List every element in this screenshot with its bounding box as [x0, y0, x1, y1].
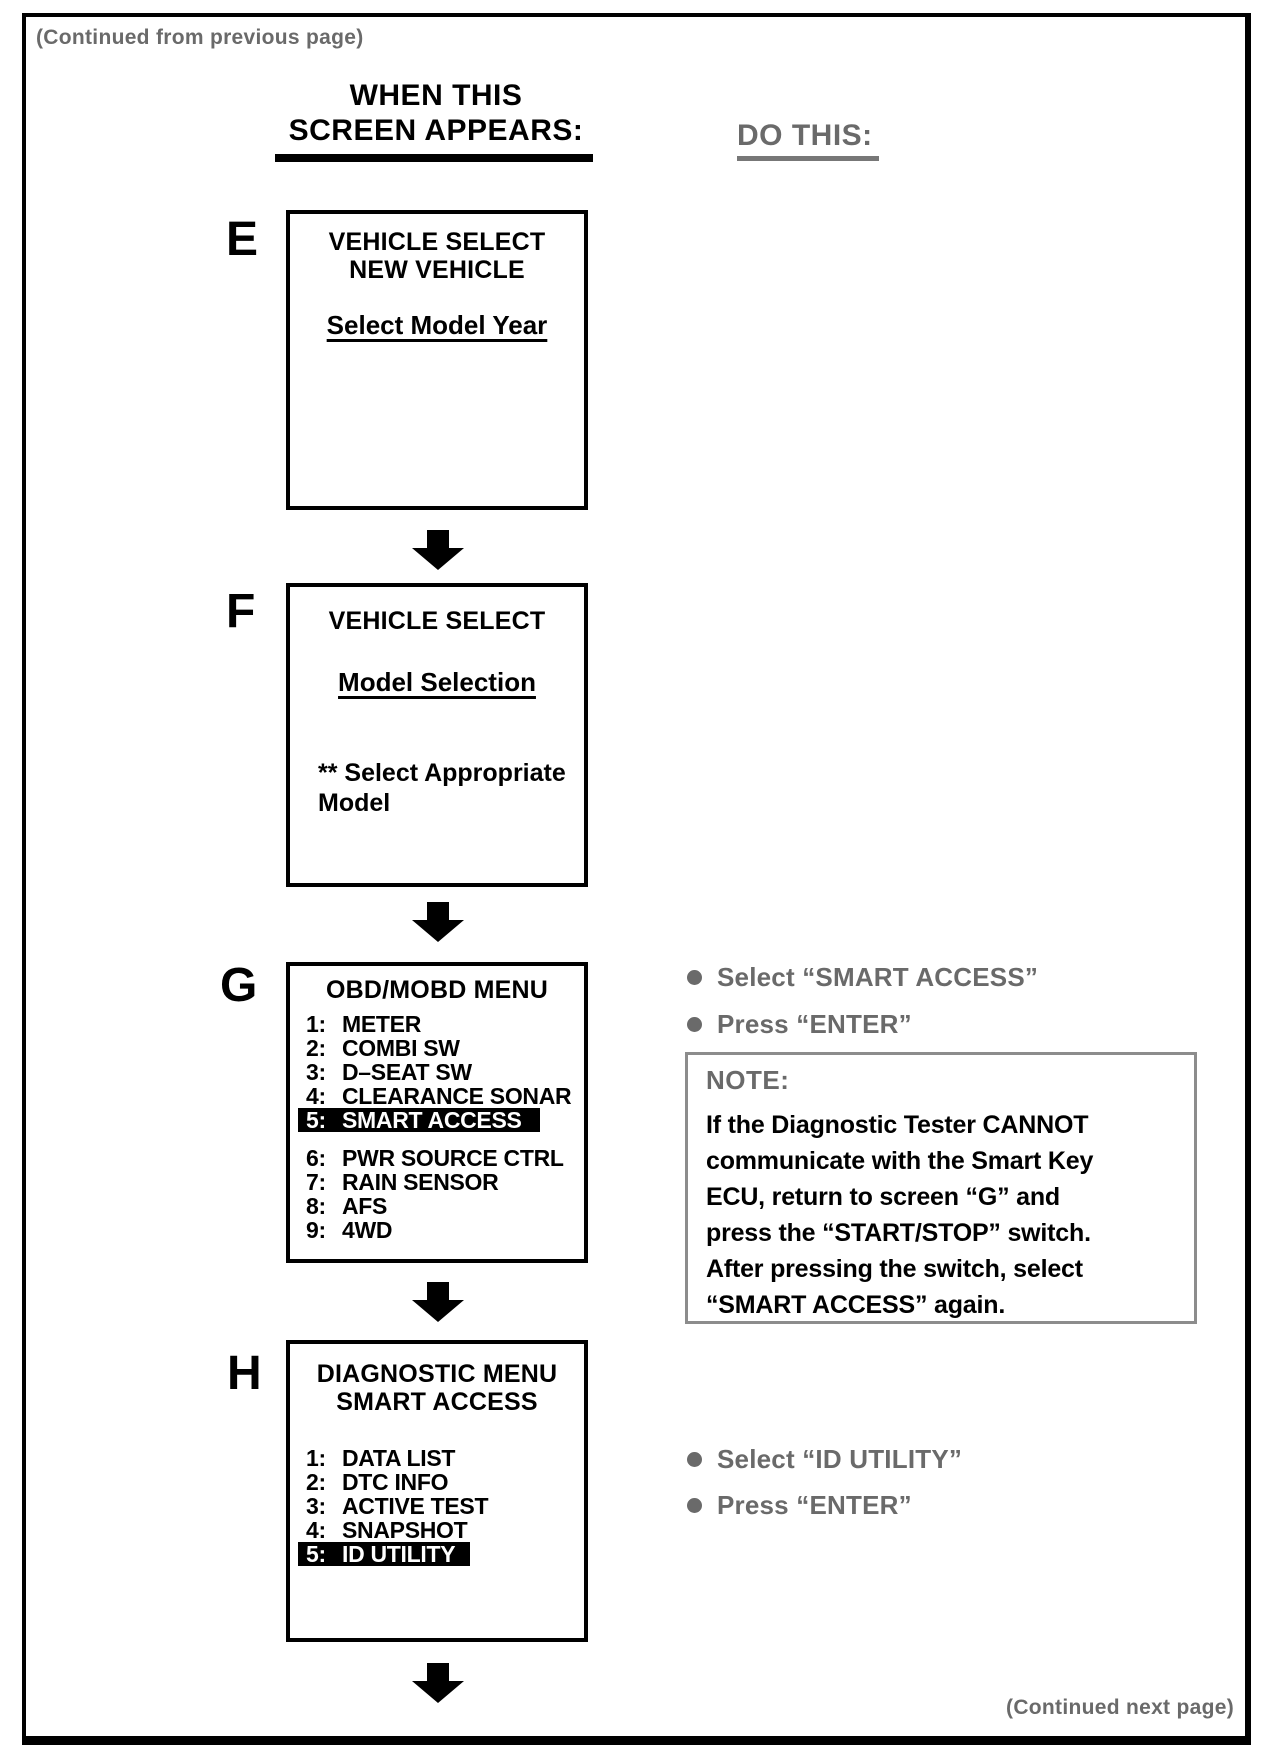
- menu-item-label: ACTIVE TEST: [342, 1493, 489, 1519]
- continued-from-text: (Continued from previous page): [36, 26, 364, 49]
- menu-item-label: RAIN SENSOR: [342, 1169, 499, 1195]
- menu-item-number: 1:: [306, 1011, 326, 1037]
- obd-mobd-menu-title: OBD/MOBD MENU: [325, 976, 549, 1004]
- screen-box-h: DIAGNOSTIC MENU SMART ACCESS 1: DATA LIST…: [286, 1340, 588, 1642]
- menu-item: 4: SNAPSHOT: [290, 1518, 584, 1542]
- menu-item-number: 4:: [306, 1083, 326, 1109]
- note-line: communicate with the Smart Key: [706, 1147, 1094, 1175]
- screen-box-g: OBD/MOBD MENU 1: METER 2: COMBI SW 3: D–SEA…: [286, 962, 588, 1263]
- menu-item-label: DATA LIST: [342, 1445, 456, 1471]
- screen-h-title-line1: DIAGNOSTIC MENU: [316, 1360, 558, 1388]
- screen-letter-h: H: [227, 1347, 262, 1400]
- menu-item-number: 9:: [306, 1217, 326, 1243]
- instruction-text: Press “ENTER”: [717, 1489, 912, 1520]
- menu-item-number: 8:: [306, 1193, 326, 1219]
- menu-item: 8: AFS: [290, 1194, 584, 1218]
- note-label: NOTE:: [706, 1065, 790, 1095]
- note-line: ECU, return to screen “G” and: [706, 1183, 1060, 1211]
- model-selection-link: Model Selection: [338, 667, 536, 697]
- bullet-icon: [687, 969, 702, 985]
- menu-item-number: 3:: [306, 1493, 326, 1519]
- down-arrow-icon: [412, 902, 464, 942]
- screen-box-f: VEHICLE SELECT Model Selection ** Select…: [286, 583, 588, 887]
- menu-item-label: SNAPSHOT: [342, 1517, 468, 1543]
- instruction-select-smart-access: Select “SMART ACCESS”: [687, 961, 1038, 993]
- bullet-icon: [687, 1451, 702, 1467]
- menu-item-label: CLEARANCE SONAR: [342, 1083, 572, 1109]
- diagnostic-menu-title: DIAGNOSTIC MENU SMART ACCESS: [290, 1360, 584, 1416]
- screen-box-e: VEHICLE SELECT NEW VEHICLE Select Model …: [286, 210, 588, 510]
- note-line: If the Diagnostic Tester CANNOT: [706, 1111, 1089, 1139]
- screen-e-title-line2: NEW VEHICLE: [349, 256, 525, 284]
- instruction-text: Press “ENTER”: [717, 1008, 912, 1039]
- down-arrow-icon: [412, 1663, 464, 1703]
- menu-item: 2: COMBI SW: [290, 1036, 584, 1060]
- menu-item-number: 5:: [306, 1541, 326, 1567]
- menu-item-number: 6:: [306, 1145, 326, 1171]
- menu-item: 9: 4WD: [290, 1218, 584, 1242]
- menu-item: 2: DTC INFO: [290, 1470, 584, 1494]
- menu-item-number: 2:: [306, 1035, 326, 1061]
- screen-f-note-line1: ** Select Appropriate: [318, 759, 566, 787]
- note-line: press the “START/STOP” switch.: [706, 1219, 1091, 1247]
- diagnostic-menu-list: 1: DATA LIST 2: DTC INFO 3: ACTIVE TEST 4: S…: [290, 1446, 584, 1566]
- note-paragraph: If the Diagnostic Tester CANNOT communic…: [706, 1107, 1178, 1323]
- instruction-text: Select “ID UTILITY”: [717, 1443, 963, 1474]
- menu-item: 3: D–SEAT SW: [290, 1060, 584, 1084]
- bullet-icon: [687, 1497, 702, 1513]
- menu-item-number: 5:: [306, 1107, 326, 1133]
- note-line: After pressing the switch, select: [706, 1255, 1083, 1283]
- screen-letter-f: F: [226, 585, 256, 638]
- menu-item-highlighted: 5: ID UTILITY: [298, 1542, 470, 1566]
- menu-item-number: 4:: [306, 1517, 326, 1543]
- when-header-underline: [275, 154, 593, 162]
- screen-h-title-line2: SMART ACCESS: [336, 1388, 538, 1416]
- when-header-line1: WHEN THIS: [349, 79, 523, 112]
- screen-f-title: VEHICLE SELECT: [328, 607, 546, 635]
- menu-item-number: 3:: [306, 1059, 326, 1085]
- menu-item-label: PWR SOURCE CTRL: [342, 1145, 564, 1171]
- screen-letter-e: E: [226, 213, 259, 266]
- menu-item: 6: PWR SOURCE CTRL: [290, 1146, 584, 1170]
- page-border: [22, 13, 1251, 1745]
- screen-letter-g: G: [220, 959, 258, 1012]
- continued-next-text: (Continued next page): [1006, 1696, 1234, 1719]
- menu-item-label: COMBI SW: [342, 1035, 460, 1061]
- down-arrow-icon: [412, 530, 464, 570]
- obd-mobd-menu-list: 1: METER 2: COMBI SW 3: D–SEAT SW 4: CLEARAN…: [290, 1012, 584, 1242]
- select-model-year-link: Select Model Year: [326, 310, 548, 340]
- menu-item-label: 4WD: [342, 1217, 393, 1243]
- instruction-select-id-utility: Select “ID UTILITY”: [687, 1443, 962, 1475]
- bullet-icon: [687, 1016, 702, 1032]
- menu-item-label: D–SEAT SW: [342, 1059, 472, 1085]
- menu-item: 4: CLEARANCE SONAR: [290, 1084, 584, 1108]
- instruction-text: Select “SMART ACCESS”: [717, 961, 1039, 992]
- menu-item-number: 2:: [306, 1469, 326, 1495]
- menu-item-highlighted: 5: SMART ACCESS: [298, 1108, 540, 1132]
- menu-item: 3: ACTIVE TEST: [290, 1494, 584, 1518]
- down-arrow-icon: [412, 1282, 464, 1322]
- menu-item: 1: METER: [290, 1012, 584, 1036]
- note-line: “SMART ACCESS” again.: [706, 1291, 1006, 1319]
- menu-item-label: METER: [342, 1011, 422, 1037]
- when-this-screen-appears-header: WHEN THIS SCREEN APPEARS:: [250, 78, 622, 148]
- instruction-press-enter-g: Press “ENTER”: [687, 1008, 912, 1040]
- menu-item-label: ID UTILITY: [342, 1541, 456, 1567]
- when-header-line2: SCREEN APPEARS:: [288, 114, 584, 147]
- instruction-press-enter-h: Press “ENTER”: [687, 1489, 912, 1521]
- menu-item-label: SMART ACCESS: [342, 1107, 522, 1133]
- note-box: NOTE: If the Diagnostic Tester CANNOT co…: [685, 1052, 1197, 1324]
- screen-f-note-line2: Model: [318, 789, 391, 817]
- screen-e-title-line1: VEHICLE SELECT: [328, 228, 546, 256]
- screen-e-title: VEHICLE SELECT NEW VEHICLE: [290, 228, 584, 284]
- menu-item-label: AFS: [342, 1193, 388, 1219]
- menu-item-label: DTC INFO: [342, 1469, 449, 1495]
- menu-item-number: 1:: [306, 1445, 326, 1471]
- screen-f-note: ** Select Appropriate Model: [318, 758, 584, 818]
- menu-item: 1: DATA LIST: [290, 1446, 584, 1470]
- menu-item: 7: RAIN SENSOR: [290, 1170, 584, 1194]
- do-this-header: DO THIS:: [737, 119, 879, 161]
- menu-item-number: 7:: [306, 1169, 326, 1195]
